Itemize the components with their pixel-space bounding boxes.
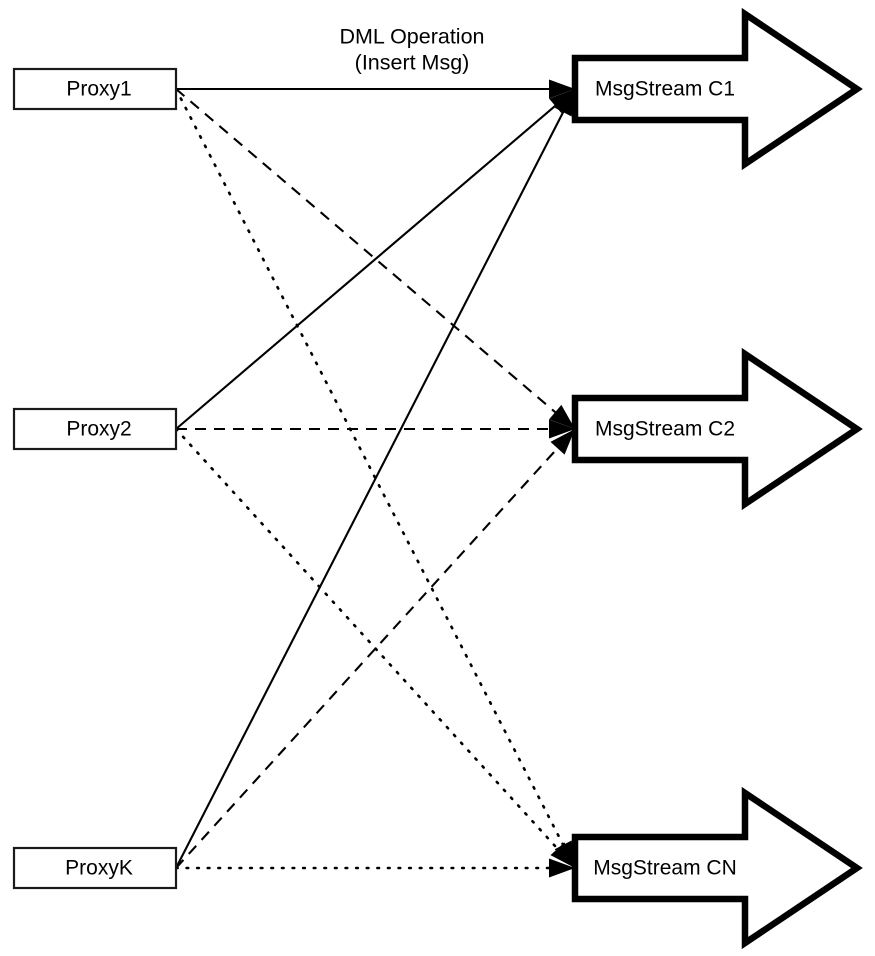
- edges-layer: [174, 87, 569, 870]
- stream-arrow-stream_cn[interactable]: MsgStream CN: [571, 786, 863, 950]
- arrowhead-proxyk-to-stream_c1: [554, 89, 575, 117]
- edge-proxyk-to-stream_c2[interactable]: [175, 440, 565, 869]
- arrowhead-proxyk-to-stream_c2: [550, 429, 575, 455]
- arrowheads-layer: [549, 79, 575, 878]
- diagram-caption: DML Operation (Insert Msg): [340, 25, 485, 75]
- arrowhead-proxy2-to-stream_cn: [550, 842, 575, 868]
- proxy-node-proxy1[interactable]: Proxy1: [12, 67, 178, 111]
- proxy-label-proxy1: Proxy1: [66, 78, 131, 101]
- proxy-box-rect: [12, 407, 178, 451]
- proxy-box-rect: [12, 67, 178, 111]
- stream-arrow-shape: [571, 7, 863, 171]
- streams-layer: MsgStream C1 MsgStream C2 MsgStream CN: [571, 7, 863, 950]
- edge-proxy1-to-stream_cn[interactable]: [174, 87, 569, 855]
- stream-arrow-stream_c1[interactable]: MsgStream C1: [571, 7, 863, 171]
- arrowhead-proxy1-to-stream_c2: [549, 404, 575, 429]
- stream-arrow-shape: [571, 347, 863, 511]
- proxy-node-proxyk[interactable]: ProxyK: [12, 846, 178, 890]
- arrowhead-proxyk-to-stream_cn: [549, 858, 575, 878]
- caption-line-dml-operation: DML Operation: [340, 25, 485, 49]
- stream-arrow-shape: [571, 786, 863, 950]
- proxy-box-rect: [12, 846, 178, 890]
- stream-arrow-stream_c2[interactable]: MsgStream C2: [571, 347, 863, 511]
- edge-proxy2-to-stream_c1[interactable]: [175, 98, 564, 430]
- arrowhead-proxy1-to-stream_c1: [549, 79, 575, 99]
- stream-label-stream_c2: MsgStream C2: [595, 418, 735, 441]
- stream-label-stream_cn: MsgStream CN: [593, 857, 737, 880]
- edge-proxyk-to-stream_c1[interactable]: [175, 102, 569, 869]
- arrowhead-proxy2-to-stream_c2: [549, 419, 575, 439]
- caption-line-insert-msg: (Insert Msg): [355, 51, 470, 75]
- edge-proxy1-to-stream_c2[interactable]: [175, 88, 564, 420]
- stream-label-stream_c1: MsgStream C1: [595, 78, 735, 101]
- proxy-label-proxyk: ProxyK: [65, 857, 133, 880]
- proxy-label-proxy2: Proxy2: [66, 418, 131, 441]
- edge-proxy2-to-stream_cn[interactable]: [174, 427, 566, 858]
- proxy-node-proxy2[interactable]: Proxy2: [12, 407, 178, 451]
